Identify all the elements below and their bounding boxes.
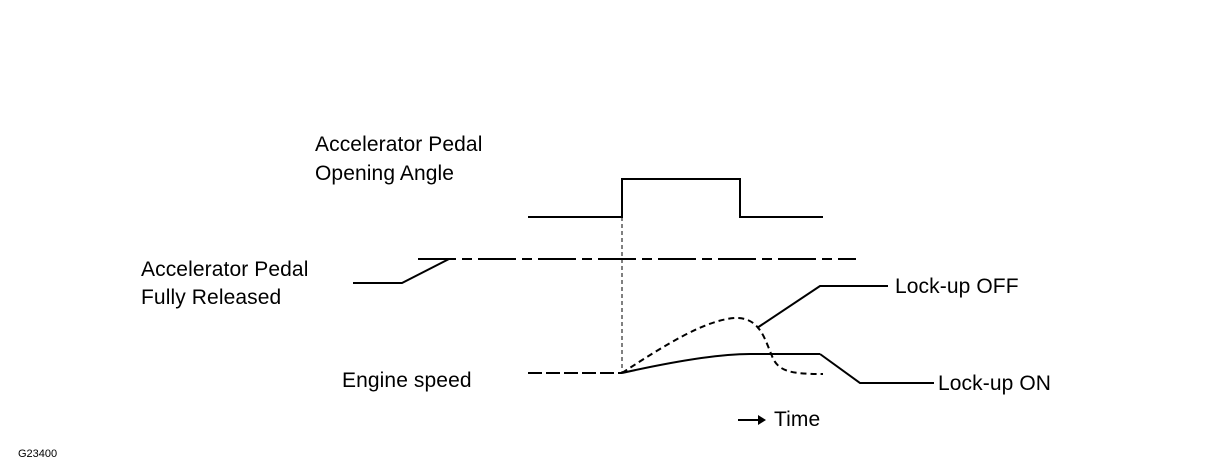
engine-speed-label: Engine speed — [342, 369, 472, 392]
pedal-angle-label-line2: Opening Angle — [315, 162, 455, 185]
lockup-on-label: Lock-up ON — [938, 372, 1052, 395]
released-leader-line — [353, 258, 450, 284]
pedal-released-label-line2: Fully Released — [141, 286, 282, 309]
time-arrow-icon — [758, 415, 766, 425]
lockup-off-leader — [756, 285, 888, 329]
pedal-released-label-line1: Accelerator Pedal — [141, 258, 309, 281]
figure-id: G23400 — [18, 448, 58, 460]
engine-speed-lockup-on-curve — [621, 353, 820, 374]
pedal-angle-label-line1: Accelerator Pedal — [315, 133, 483, 156]
lockup-off-label: Lock-up OFF — [895, 275, 1019, 298]
engine-speed-lockup-off-curve — [621, 316, 824, 375]
lockup-on-leader — [819, 353, 934, 384]
time-label: Time — [774, 408, 821, 431]
pedal-angle-signal — [528, 178, 823, 218]
